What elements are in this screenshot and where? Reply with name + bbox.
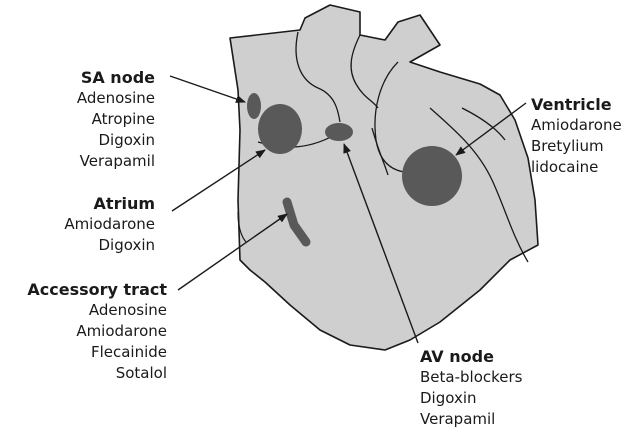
sa-node-title: SA node xyxy=(77,67,155,88)
atrium-site xyxy=(258,104,302,154)
accessory-tract-drug: Sotalol xyxy=(27,363,167,384)
atrium-drug: Amiodarone xyxy=(64,214,155,235)
ventricle-site xyxy=(402,146,462,206)
ventricle-label: Ventricle Amiodarone Bretylium lidocaine xyxy=(531,94,622,178)
accessory-tract-drug: Amiodarone xyxy=(27,321,167,342)
av-node-drug: Beta-blockers xyxy=(420,367,522,388)
atrium-drug: Digoxin xyxy=(64,235,155,256)
accessory-tract-drug: Flecainide xyxy=(27,342,167,363)
av-node-drug: Verapamil xyxy=(420,409,522,430)
av-node-drug: Digoxin xyxy=(420,388,522,409)
sa-node-drug: Digoxin xyxy=(77,130,155,151)
ventricle-drug: Bretylium xyxy=(531,136,622,157)
atrium-title: Atrium xyxy=(64,193,155,214)
atrium-label: Atrium Amiodarone Digoxin xyxy=(64,193,155,256)
heart-outline xyxy=(230,5,538,350)
ventricle-drug: lidocaine xyxy=(531,157,622,178)
sa-node-drug: Verapamil xyxy=(77,151,155,172)
av-node-title: AV node xyxy=(420,346,522,367)
sa-node-drug: Atropine xyxy=(77,109,155,130)
ventricle-drug: Amiodarone xyxy=(531,115,622,136)
av-node-site xyxy=(325,123,353,141)
accessory-tract-label: Accessory tract Adenosine Amiodarone Fle… xyxy=(27,279,167,384)
sa-node-label: SA node Adenosine Atropine Digoxin Verap… xyxy=(77,67,155,172)
ventricle-title: Ventricle xyxy=(531,94,622,115)
sa-node-arrow xyxy=(170,76,245,102)
av-node-label: AV node Beta-blockers Digoxin Verapamil xyxy=(420,346,522,430)
accessory-tract-drug: Adenosine xyxy=(27,300,167,321)
accessory-tract-title: Accessory tract xyxy=(27,279,167,300)
sa-node-site xyxy=(247,93,261,119)
sa-node-drug: Adenosine xyxy=(77,88,155,109)
